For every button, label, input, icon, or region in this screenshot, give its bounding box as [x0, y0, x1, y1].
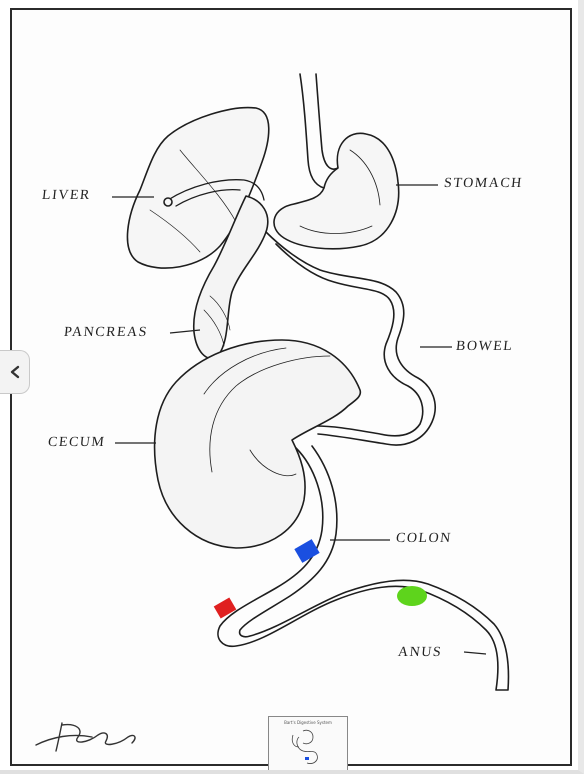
chevron-left-icon	[9, 365, 21, 379]
green-marker	[397, 586, 427, 606]
thumbnail-image	[269, 717, 349, 773]
label-anus: ANUS	[397, 645, 443, 661]
label-pancreas: PANCREAS	[63, 325, 149, 341]
label-bowel: BOWEL	[455, 339, 514, 355]
label-liver: LIVER	[41, 188, 91, 204]
cecum-shape	[155, 340, 361, 548]
blue-marker	[294, 539, 319, 563]
prev-page-tab[interactable]	[0, 350, 30, 394]
thumbnail-preview[interactable]: Bart's Digestive System	[268, 716, 348, 772]
thumbnail-title: Bart's Digestive System	[269, 720, 347, 725]
red-marker	[214, 597, 237, 618]
label-stomach: STOMACH	[443, 176, 523, 192]
artist-signature	[32, 715, 142, 755]
esophagus	[300, 74, 338, 188]
label-cecum: CECUM	[47, 435, 106, 451]
stomach-shape	[274, 133, 399, 248]
label-colon: COLON	[395, 531, 452, 547]
